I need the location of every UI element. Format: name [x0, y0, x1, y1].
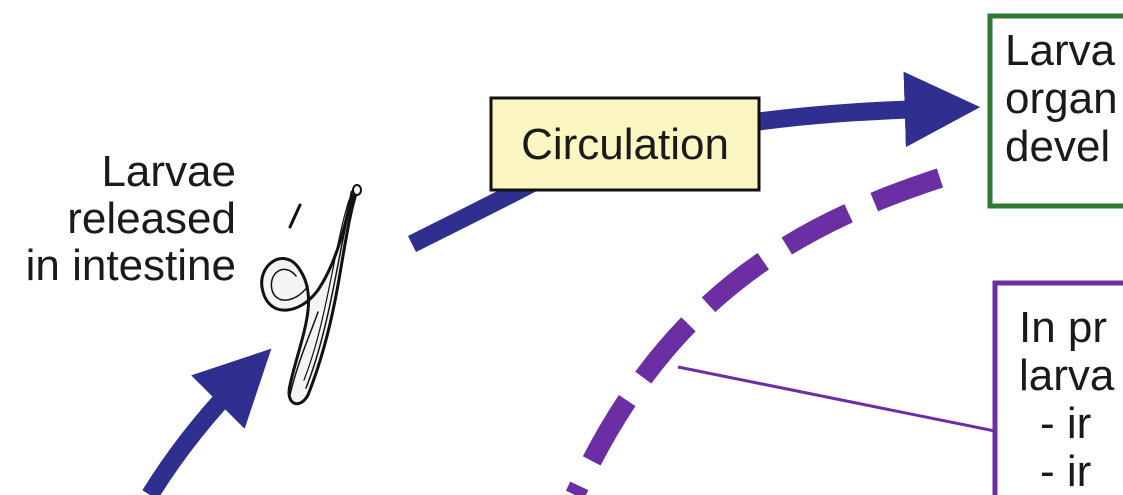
- purple-box-line-4: - ir: [1040, 447, 1091, 495]
- coiled-larva-icon: [260, 184, 362, 406]
- larvae-released-line-3: in intestine: [26, 241, 236, 290]
- larvae-released-line-1: Larvae: [101, 147, 236, 196]
- organ-box-line-3: devel: [1005, 122, 1110, 171]
- purple-info-box: In pr larva - ir - ir: [992, 280, 1123, 495]
- purple-box-line-1: In pr: [1019, 303, 1107, 352]
- ingestion-arrow: [142, 348, 272, 495]
- connector-line: [677, 365, 996, 433]
- organ-box-line-2: organ: [1005, 74, 1118, 123]
- organ-box-line-1: Larva: [1005, 26, 1116, 75]
- circulation-label: Circulation: [521, 120, 729, 169]
- larvae-released-label: Larvae released in intestine: [26, 147, 236, 290]
- circulation-box: Circulation: [489, 96, 761, 192]
- organ-development-box: Larva organ devel: [987, 13, 1123, 209]
- dashed-migration-path: [565, 168, 944, 495]
- purple-box-line-3: - ir: [1040, 399, 1091, 448]
- purple-box-line-2: larva: [1019, 351, 1115, 400]
- larvae-released-line-2: released: [67, 194, 236, 243]
